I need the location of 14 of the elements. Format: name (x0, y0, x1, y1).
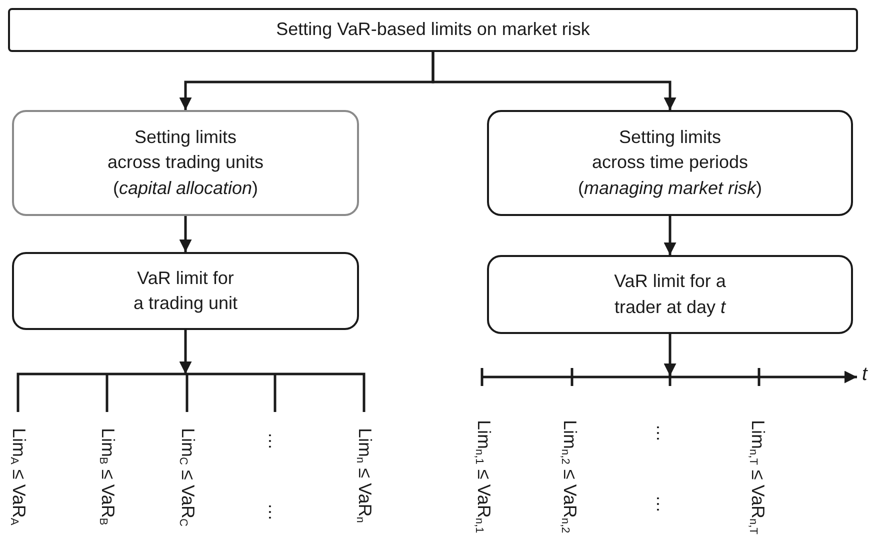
axis-label: t (862, 364, 868, 386)
process-box: Setting limits across time periods (managing market risk) (487, 110, 853, 216)
process-box: VaR limit for a trading unit (12, 252, 359, 330)
limit-constraint: … … (654, 424, 672, 514)
process-box: VaR limit for a trader at day t (487, 255, 853, 334)
bracket (16, 372, 366, 412)
arrow (664, 216, 676, 255)
process-box: Setting limits across trading units (capital allocation) (12, 110, 359, 216)
limit-constraint: … … (266, 432, 284, 522)
arrow (179, 330, 192, 374)
arrow (664, 334, 676, 376)
arrow (432, 52, 676, 110)
arrow (179, 216, 192, 252)
process-box: Setting VaR-based limits on market risk (8, 8, 858, 52)
